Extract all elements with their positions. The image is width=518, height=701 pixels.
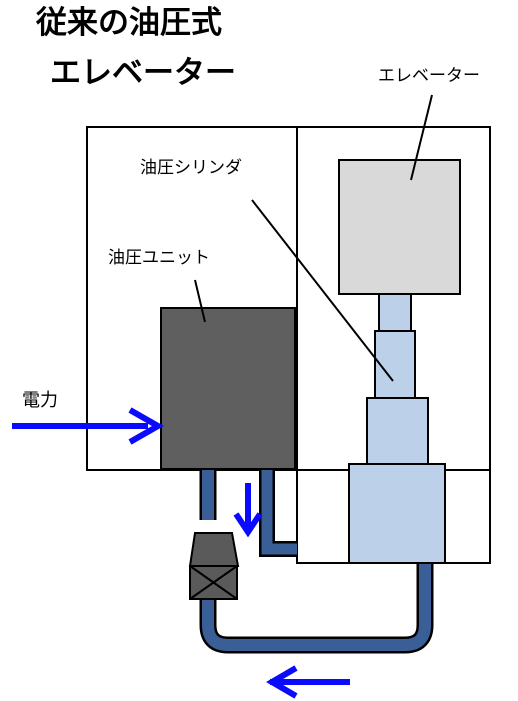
elevator-label: エレベーター <box>378 66 480 86</box>
unit-label: 油圧ユニット <box>108 248 210 268</box>
cylinder-leader-line <box>251 199 394 382</box>
hydraulic-pipe <box>199 468 434 654</box>
elevator-leader-line <box>410 94 433 181</box>
hydraulic-unit <box>160 307 296 470</box>
title-line-1: 従来の油圧式 <box>36 5 222 41</box>
power-arrow <box>12 407 165 445</box>
oil-down-arrow <box>233 483 263 538</box>
title-line-2: エレベーター <box>50 55 236 91</box>
return-flow-arrow <box>266 665 350 699</box>
elevator-cab <box>338 159 461 295</box>
power-label: 電力 <box>22 390 58 411</box>
unit-leader-line <box>194 279 206 323</box>
cylinder-label: 油圧シリンダ <box>140 158 242 178</box>
valve-icon <box>188 532 240 600</box>
hydraulic-cylinder <box>348 293 446 564</box>
